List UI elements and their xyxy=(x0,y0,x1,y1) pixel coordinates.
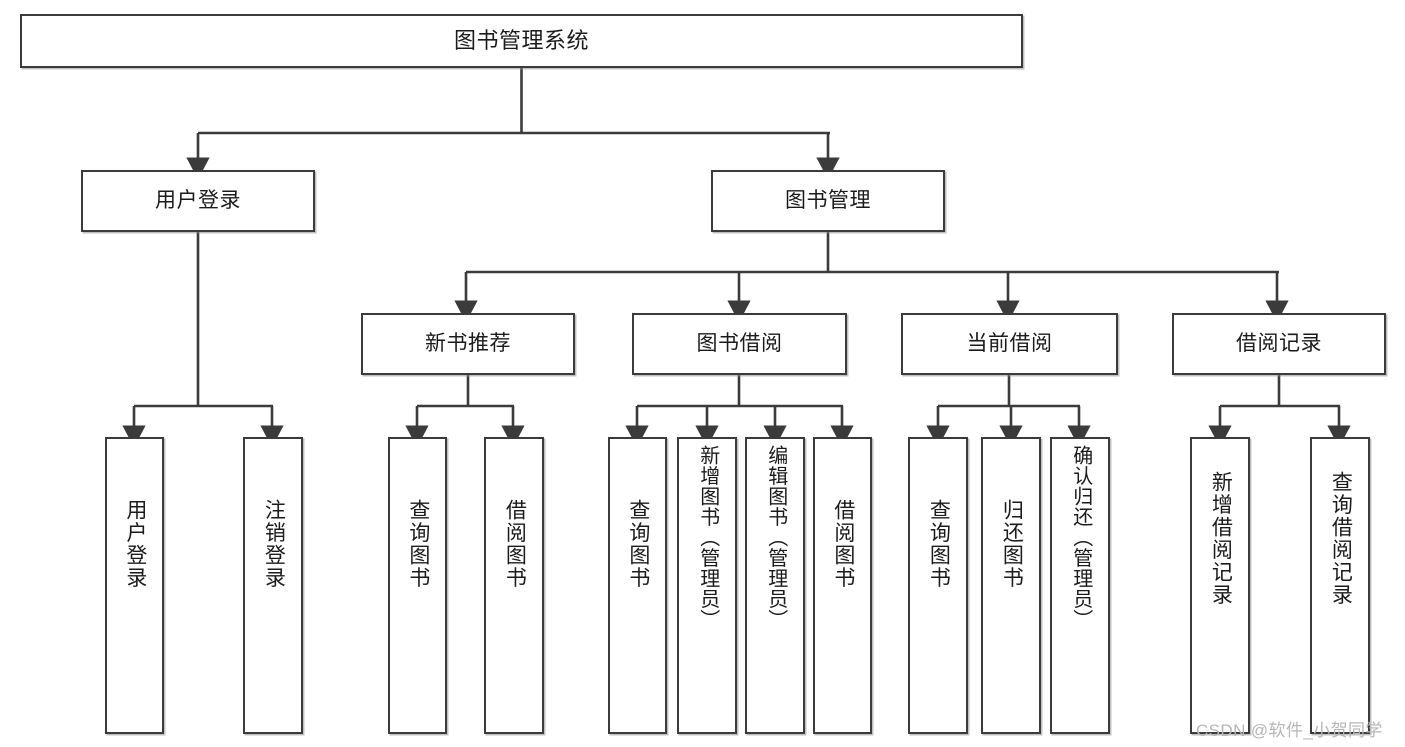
node-label: 图书管理系统 xyxy=(453,28,589,54)
csdn-watermark: CSDN @软件_小贺同学 xyxy=(1196,721,1383,740)
node-book-management[interactable]: 图书管理 xyxy=(711,170,945,232)
node-label: 图书管理 xyxy=(785,188,871,212)
node-label: 查询图书 xyxy=(406,499,430,589)
node-label: 查询图书 xyxy=(927,499,951,589)
leaf-query-books-borrowing[interactable]: 查询图书 xyxy=(608,437,667,734)
leaf-logout[interactable]: 注销登录 xyxy=(243,437,303,734)
edges-bookmgmt-to-level2 xyxy=(454,232,1289,323)
node-label: 新书推荐 xyxy=(425,331,511,355)
leaf-query-books-current[interactable]: 查询图书 xyxy=(908,437,968,734)
edges-root-to-level1 xyxy=(186,68,840,180)
node-label: 查询借阅记录 xyxy=(1329,471,1353,606)
node-label: 查询图书 xyxy=(626,499,650,589)
node-label: 新增图书（管理员） xyxy=(696,445,719,630)
leaf-confirm-return-admin[interactable]: 确认归还（管理员） xyxy=(1050,437,1110,734)
leaf-return-books[interactable]: 归还图书 xyxy=(981,437,1041,734)
node-label: 用户登录 xyxy=(155,188,241,212)
edges-borrow-to-leaves xyxy=(625,375,854,448)
edges-current-to-leaves xyxy=(926,375,1091,448)
leaf-borrow-books-borrowing[interactable]: 借阅图书 xyxy=(813,437,872,734)
node-label: 当前借阅 xyxy=(966,331,1053,355)
leaf-edit-book-admin[interactable]: 编辑图书（管理员） xyxy=(745,437,805,734)
node-label: 借阅记录 xyxy=(1236,331,1322,355)
node-book-borrowing[interactable]: 图书借阅 xyxy=(632,313,847,375)
node-label: 确认归还（管理员） xyxy=(1069,445,1092,630)
node-user-login[interactable]: 用户登录 xyxy=(81,170,315,232)
node-new-book-recommendation[interactable]: 新书推荐 xyxy=(361,313,575,375)
leaf-add-book-admin[interactable]: 新增图书（管理员） xyxy=(677,437,737,734)
node-borrowing-records[interactable]: 借阅记录 xyxy=(1172,313,1386,375)
node-label: 借阅图书 xyxy=(831,499,855,589)
edges-userlogin-to-leaves xyxy=(122,232,284,448)
node-label: 用户登录 xyxy=(123,499,147,589)
edges-newbook-to-leaves xyxy=(405,375,525,448)
leaf-query-books-recommendation[interactable]: 查询图书 xyxy=(388,437,447,734)
edges-records-to-leaves xyxy=(1208,375,1351,448)
node-label: 归还图书 xyxy=(1000,499,1024,589)
node-current-borrowing[interactable]: 当前借阅 xyxy=(901,313,1118,375)
node-label: 图书借阅 xyxy=(696,331,783,355)
leaf-user-login[interactable]: 用户登录 xyxy=(105,437,164,734)
node-root-book-management-system[interactable]: 图书管理系统 xyxy=(20,14,1023,68)
node-label: 注销登录 xyxy=(262,499,286,589)
leaf-query-borrowing-record[interactable]: 查询借阅记录 xyxy=(1310,437,1370,734)
leaf-add-borrowing-record[interactable]: 新增借阅记录 xyxy=(1190,437,1250,734)
node-label: 编辑图书（管理员） xyxy=(764,445,787,630)
node-label: 借阅图书 xyxy=(503,499,527,589)
node-label: 新增借阅记录 xyxy=(1209,471,1233,606)
leaf-borrow-books-recommendation[interactable]: 借阅图书 xyxy=(484,437,544,734)
